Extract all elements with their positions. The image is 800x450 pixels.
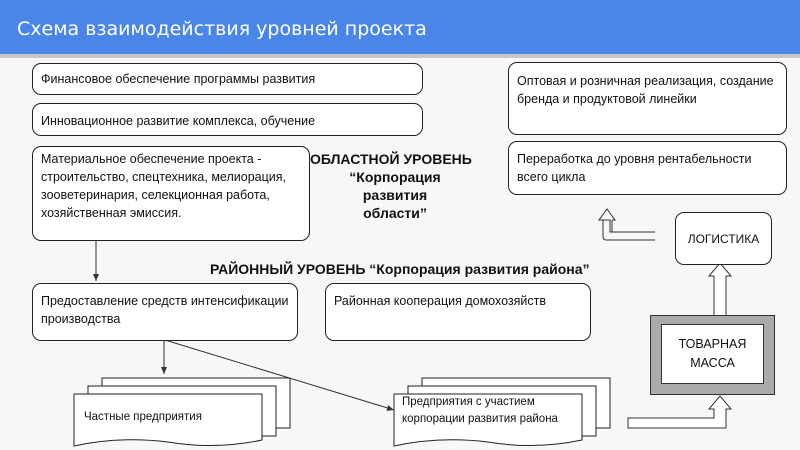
box-wholesale: Оптовая и розничная реализация, создание…	[508, 62, 787, 135]
box-funds: Предоставление средств интенсификации пр…	[32, 283, 298, 341]
doc-stack-private	[73, 377, 291, 447]
district-level-label: РАЙОННЫЙ УРОВЕНЬ “Корпорация развития ра…	[210, 261, 590, 277]
box-goods: ТОВАРНАЯ МАССА	[650, 315, 775, 395]
hollow-arrow-goods-to-logistics	[707, 262, 733, 315]
doc-stack-corp	[393, 377, 611, 447]
box-finance: Финансовое обеспечение программы развити…	[32, 63, 423, 95]
private-enterprises-label: Частные предприятия	[84, 411, 202, 423]
box-material: Материальное обеспечение проекта - строи…	[32, 146, 310, 241]
hollow-arrow-logistics-to-processing	[598, 208, 655, 233]
arrow-funds-to-corp	[164, 339, 395, 411]
box-innovation: Инновационное развитие комплекса, обучен…	[32, 103, 423, 136]
regional-corp-label: “Корпорация развития области”	[349, 169, 441, 221]
slide-title: Схема взаимодействия уровней проекта	[17, 18, 427, 40]
regional-level-label: ОБЛАСТНОЙ УРОВЕНЬ	[310, 151, 472, 167]
box-cooperation: Районная кооперация домохозяйств	[325, 283, 591, 341]
hollow-arrow-to-goods	[627, 395, 733, 429]
box-processing: Переработка до уровня рентабельности все…	[508, 141, 787, 195]
box-logistics: ЛОГИСТИКА	[675, 212, 772, 265]
slide-header: Схема взаимодействия уровней проекта	[0, 0, 800, 58]
corp-enterprises-label: Предприятия с участием корпорации развит…	[402, 396, 558, 425]
